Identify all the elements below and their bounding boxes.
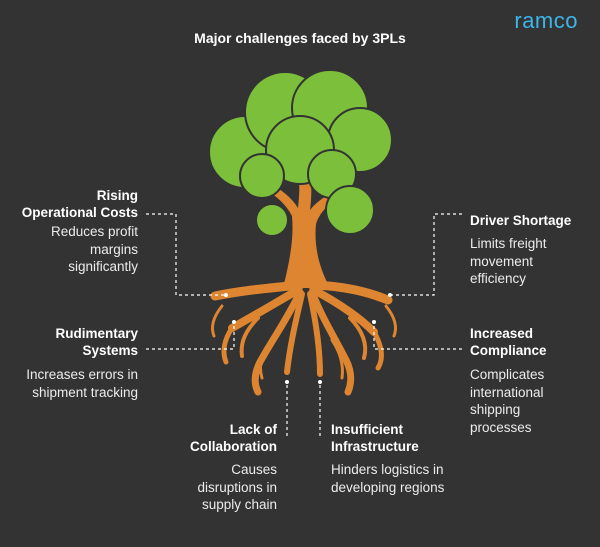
challenge-increased-compliance: Increased Compliance Complicates interna… — [470, 325, 570, 436]
challenge-rudimentary-systems: Rudimentary Systems Increases errors in … — [20, 325, 138, 401]
challenge-description: Increases errors in shipment tracking — [26, 367, 138, 400]
challenge-heading: Insufficient Infrastructure — [331, 422, 419, 454]
connector-compliance — [373, 322, 462, 350]
challenge-insufficient-infrastructure: Insufficient Infrastructure Hinders logi… — [331, 421, 446, 496]
connector-rising-costs — [146, 213, 226, 296]
challenge-description: Complicates international shipping proce… — [470, 367, 545, 435]
connector-rudimentary — [146, 322, 235, 350]
challenge-heading: Increased Compliance — [470, 326, 547, 358]
connector-driver-shortage — [390, 213, 462, 296]
tree-trunk — [264, 162, 342, 288]
challenge-rising-operational-costs: Rising Operational Costs Reduces profit … — [20, 187, 138, 276]
challenge-description: Reduces profit margins significantly — [50, 224, 138, 274]
challenge-lack-of-collaboration: Lack of Collaboration Causes disruptions… — [180, 421, 277, 514]
tree-foliage — [208, 69, 393, 237]
challenge-driver-shortage: Driver Shortage Limits freight movement … — [470, 212, 585, 288]
tree-roots — [210, 280, 398, 396]
ramco-logo: ramco — [514, 8, 578, 33]
challenge-heading: Lack of Collaboration — [190, 422, 277, 454]
challenge-heading: Rudimentary Systems — [55, 326, 138, 358]
challenge-description: Causes disruptions in supply chain — [197, 462, 277, 512]
page-title: Major challenges faced by 3PLs — [194, 30, 406, 46]
challenge-heading: Rising Operational Costs — [21, 188, 138, 220]
challenge-description: Limits freight movement efficiency — [470, 236, 547, 286]
connector-dots — [224, 293, 392, 384]
challenge-heading: Driver Shortage — [470, 213, 572, 228]
connectors — [146, 213, 462, 436]
challenge-description: Hinders logistics in developing regions — [331, 462, 445, 495]
